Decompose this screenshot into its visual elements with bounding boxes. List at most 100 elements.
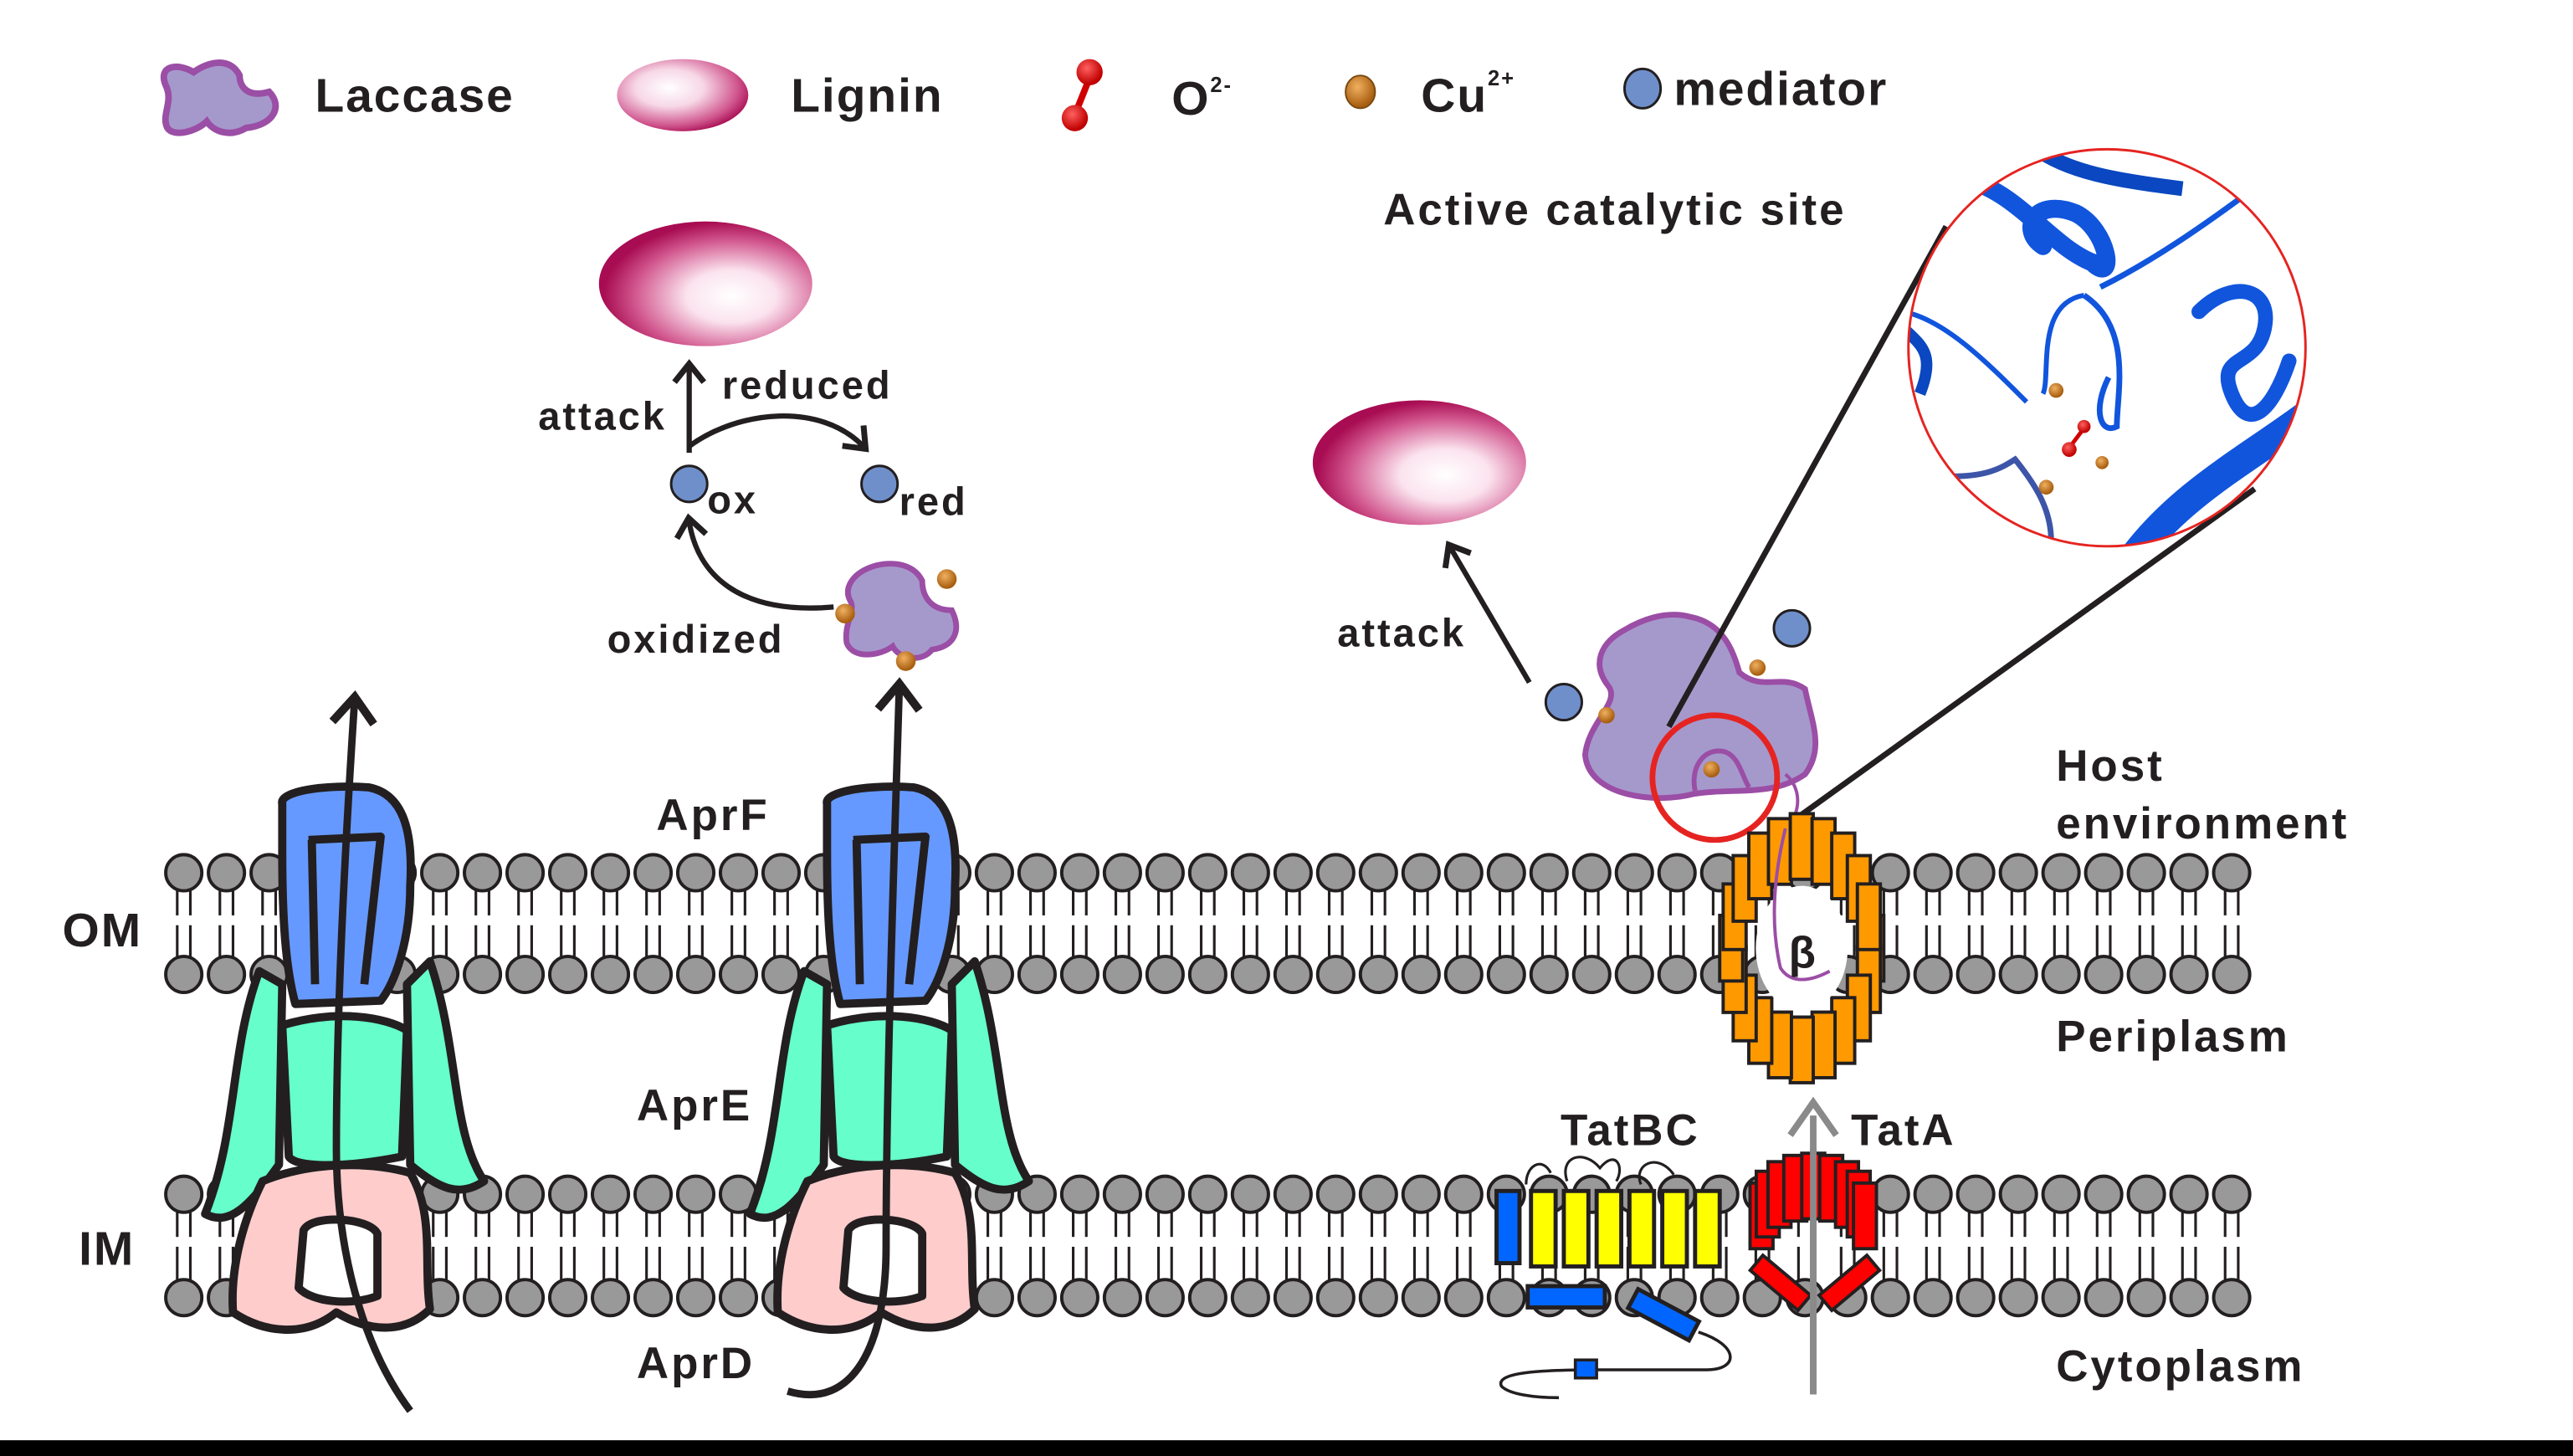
lipid-head	[2041, 853, 2081, 893]
copper-ion	[2048, 382, 2064, 398]
lipid-head	[1358, 1278, 1398, 1318]
lipid-head	[548, 954, 588, 995]
oxygen-icon	[1061, 59, 1103, 131]
lipid-pair	[2084, 853, 2124, 995]
surface-attack-label: attack	[1337, 610, 1466, 654]
lipid-pair	[1998, 853, 2038, 995]
tatc-helix	[1660, 1188, 1689, 1269]
lipid-head	[675, 954, 716, 995]
lipid-head	[1998, 853, 2038, 893]
tata-amphipathic-helix	[1817, 1253, 1883, 1313]
tatb-domain	[1573, 1358, 1598, 1380]
oxygen-molecule	[2062, 419, 2091, 457]
laccase-pocket	[1691, 748, 1752, 792]
lipid-pair	[1145, 853, 1185, 995]
copper-ion	[2095, 456, 2109, 469]
lipid-head	[974, 853, 1014, 893]
legend-label-laccase: Laccase	[315, 69, 515, 122]
lipid-head	[1401, 853, 1441, 893]
lipid-head	[1230, 853, 1270, 893]
laccase-icon	[161, 59, 279, 136]
lipid-head	[1443, 954, 1484, 995]
lipid-pair	[974, 853, 1014, 995]
lipid-head	[1102, 853, 1142, 893]
active-site-title: Active catalytic site	[1383, 186, 1846, 235]
lipid-pair	[505, 853, 546, 995]
lipid-head	[718, 853, 759, 893]
barrel-strand	[1810, 1010, 1837, 1079]
lipid-head	[1657, 853, 1697, 893]
copper-ion	[2038, 479, 2054, 495]
tatc-helix	[1594, 1188, 1624, 1269]
lipid-head	[1230, 954, 1270, 995]
tat-arrow-head	[1787, 1096, 1839, 1137]
lipid-pair	[2126, 853, 2166, 995]
lipid-pair	[1273, 1174, 1313, 1318]
lipid-head	[1102, 954, 1142, 995]
lipid-head	[463, 853, 503, 893]
lipid-pair	[1571, 853, 1612, 995]
legend-label-oxygen: O2-	[1171, 73, 1233, 126]
lipid-pair	[718, 1174, 759, 1318]
mediator	[1772, 608, 1812, 648]
lipid-head	[633, 1174, 674, 1214]
secretion-arrow	[329, 690, 413, 1413]
lipid-head	[1699, 1278, 1740, 1318]
mediator-cycle: attack reduced ox red oxidized	[538, 221, 966, 671]
lipid-pair	[463, 853, 503, 995]
lipid-head	[2041, 1174, 2081, 1214]
lipid-pair	[1102, 853, 1142, 995]
lipid-head	[1187, 954, 1228, 995]
lipid-head	[1486, 1278, 1526, 1318]
barrel-strand	[1788, 1015, 1815, 1084]
cycle-attack-label: attack	[538, 394, 667, 438]
lipid-pair	[1657, 853, 1697, 995]
lipid-head	[718, 954, 759, 995]
periplasm-label: Periplasm	[2056, 1013, 2290, 1062]
zoom-line-lower	[1773, 486, 2257, 836]
lipid-head	[164, 1278, 204, 1318]
zoom-circle-border	[1907, 147, 2307, 548]
barrel-strand	[1788, 812, 1815, 881]
lipid-head	[1059, 1278, 1099, 1318]
environment-label: environment	[2056, 799, 2349, 848]
copper-ion	[1598, 706, 1615, 724]
mediator-ox	[669, 464, 709, 504]
lipid-head	[1486, 954, 1526, 995]
legend-label-copper: Cu2+	[1421, 67, 1515, 122]
lipid-head	[1017, 853, 1057, 893]
lipid-head	[505, 1174, 546, 1214]
lipid-head	[1102, 1278, 1142, 1318]
lipid-pair	[1315, 853, 1356, 995]
lipid-head	[1486, 853, 1526, 893]
lipid-head	[1614, 954, 1654, 995]
cycle-ox-label: ox	[707, 478, 758, 522]
tatc-loops	[1525, 1156, 1675, 1186]
lipid-pair	[1443, 853, 1484, 995]
lipid-pair	[1401, 1174, 1441, 1318]
aprf-label: AprF	[656, 791, 769, 840]
lipid-head	[675, 853, 716, 893]
beta-barrel	[1718, 812, 1886, 1084]
tatb-amphipathic-helix	[1625, 1286, 1702, 1344]
lipid-pair	[633, 1174, 674, 1318]
tatc-helix	[1693, 1188, 1722, 1269]
lipid-head	[1529, 954, 1569, 995]
reduced-arrow	[687, 413, 869, 453]
lipid-head	[1998, 954, 2038, 995]
copper-ion	[1703, 761, 1720, 778]
lipid-head	[1955, 1278, 1996, 1318]
lipid-head	[1443, 853, 1484, 893]
barrel-strand	[1855, 882, 1883, 951]
lipid-pair	[1102, 1174, 1142, 1318]
lipid-head	[2212, 1174, 2252, 1214]
lipid-head	[1315, 853, 1356, 893]
attack-arrow-diag	[1442, 541, 1532, 684]
lipid-head	[1358, 954, 1398, 995]
lipid-head	[1102, 1174, 1142, 1214]
lipid-head	[1059, 1174, 1099, 1214]
tatb-tail	[1499, 1330, 1732, 1400]
lipid-pair	[1913, 853, 1953, 995]
